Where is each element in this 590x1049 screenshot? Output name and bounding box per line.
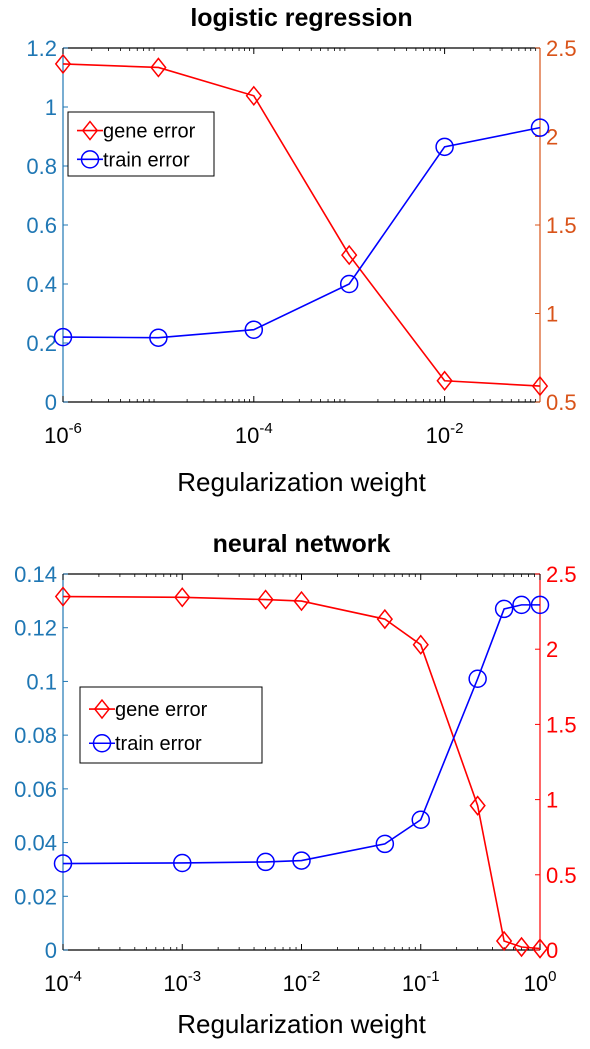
data-point-train-error [468, 669, 487, 688]
chart-title: neural network [213, 530, 391, 558]
y-right-tick-label: 0 [546, 938, 558, 963]
data-point-gene-error [54, 53, 72, 75]
data-point-gene-error [150, 57, 167, 78]
data-point-gene-error [341, 244, 358, 266]
data-point-gene-error [54, 586, 72, 607]
data-point-gene-error [376, 608, 394, 630]
y-right-tick-label: 1.5 [546, 213, 577, 238]
data-point-train-error [256, 852, 275, 872]
y-right-tick-label: 2 [546, 125, 558, 150]
y-left-tick-label: 0.02 [14, 884, 57, 909]
y-left-tick-label: 0 [45, 938, 57, 963]
data-point-gene-error [174, 587, 191, 608]
y-right-tick-label: 1.5 [546, 712, 577, 737]
legend-marker-circle [92, 733, 112, 753]
legend-marker-circle [80, 150, 100, 169]
legend-marker-diamond [93, 698, 111, 720]
y-right-tick-label: 0.5 [546, 390, 577, 415]
data-point-train-error [530, 118, 550, 137]
y-left-tick-label: 1.2 [26, 36, 57, 61]
data-point-gene-error [245, 85, 262, 106]
data-point-gene-error [257, 589, 274, 610]
series-line-gene-error [62, 63, 541, 387]
x-tick-label: 10-6 [44, 420, 82, 448]
data-point-train-error [512, 595, 531, 615]
data-point-gene-error [293, 590, 310, 612]
legend-label: gene error [103, 121, 196, 143]
y-left-tick-label: 0.2 [26, 331, 57, 356]
series-line-gene-error [62, 595, 541, 950]
data-point-gene-error [513, 936, 530, 958]
y-left-tick-label: 1 [45, 95, 57, 120]
data-point-train-error [411, 810, 430, 829]
chart-logistic-regression: logistic regression 0 0.2 0.4 0.6 0.8 1 1.2 0.5 1… [26, 4, 576, 497]
data-point-gene-error [436, 370, 453, 391]
x-tick-label: 10-2 [426, 420, 464, 448]
data-point-gene-error [531, 938, 549, 959]
data-point-gene-error [531, 375, 549, 397]
chart-title: logistic regression [190, 4, 412, 32]
y-right-tick-label: 1 [546, 302, 558, 327]
legend-marker-diamond [81, 120, 99, 141]
series-line-train-error [62, 126, 541, 339]
data-point-train-error [494, 599, 514, 619]
y-right-tick-label: 1 [546, 788, 558, 813]
data-point-train-error [292, 851, 311, 870]
data-point-train-error [173, 853, 192, 873]
y-right-tick-label: 2 [546, 637, 558, 662]
chart-neural-network: neural network 0 0.02 0.04 0.06 0.08 0.1 0.12 0.… [14, 530, 576, 1039]
data-point-gene-error [412, 634, 429, 655]
y-right-tick-label: 2.5 [546, 562, 577, 587]
x-tick-label: 10-3 [163, 968, 201, 996]
data-point-train-error [375, 834, 395, 854]
y-left-tick-label: 0.12 [14, 616, 57, 641]
y-left-tick-label: 0.04 [14, 831, 57, 856]
x-axis-label: Regularization weight [177, 1009, 426, 1039]
x-tick-label: 10-1 [402, 968, 440, 996]
data-point-train-error [530, 595, 550, 615]
y-right-tick-label: 2.5 [546, 36, 577, 61]
legend-box [79, 686, 263, 764]
y-left-tick-label: 0.4 [26, 272, 57, 297]
x-tick-label: 10-4 [235, 420, 273, 448]
y-left-tick-label: 0.06 [14, 777, 57, 802]
x-axis-label: Regularization weight [177, 467, 426, 497]
legend-label: gene error [115, 699, 208, 721]
y-left-tick-label: 0.8 [26, 154, 57, 179]
x-tick-label: 10-4 [44, 968, 82, 996]
legend: gene error train error [67, 111, 215, 177]
legend-box [67, 111, 215, 177]
y-left-tick-label: 0.14 [14, 562, 57, 587]
y-right-tick-label: 0.5 [546, 863, 577, 888]
legend-label: train error [115, 733, 202, 755]
y-left-tick-label: 0.08 [14, 723, 57, 748]
data-point-train-error [244, 320, 264, 339]
legend-label: train error [103, 149, 190, 171]
y-left-tick-label: 0.1 [26, 669, 57, 694]
legend: gene error train error [79, 686, 263, 764]
data-point-train-error [53, 327, 73, 347]
data-point-train-error [149, 328, 168, 347]
data-point-train-error [339, 274, 359, 294]
data-point-gene-error [495, 930, 513, 952]
data-point-train-error [53, 854, 73, 873]
y-left-tick-label: 0.6 [26, 213, 57, 238]
x-tick-label: 10-2 [283, 968, 321, 996]
x-tick-label: 100 [524, 968, 557, 996]
data-point-gene-error [469, 795, 486, 816]
data-point-train-error [435, 137, 454, 157]
y-left-tick-label: 0 [45, 390, 57, 415]
